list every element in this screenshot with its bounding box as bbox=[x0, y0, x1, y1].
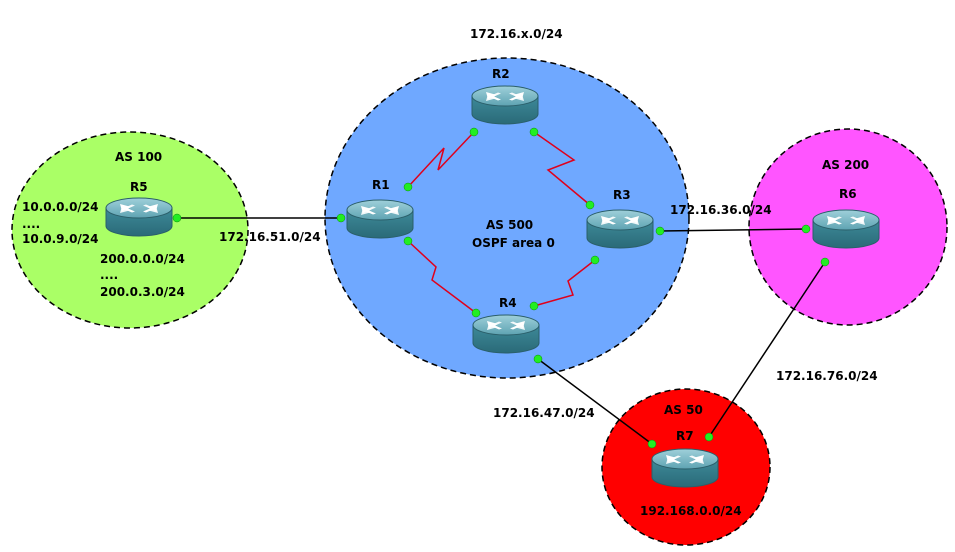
serial-r1-r2 bbox=[407, 131, 475, 188]
router-icon[interactable] bbox=[472, 314, 540, 354]
port-dot bbox=[471, 308, 481, 318]
router-r3-label: R3 bbox=[613, 188, 631, 202]
as500-title: AS 500 bbox=[486, 218, 533, 232]
port-dot bbox=[469, 127, 479, 137]
top-subnet-label: 172.16.x.0/24 bbox=[470, 27, 563, 41]
router-icon[interactable] bbox=[586, 209, 654, 249]
network-label: 10.0.9.0/24 bbox=[22, 232, 99, 246]
router-r7-label: R7 bbox=[676, 429, 694, 443]
router-r6-label: R6 bbox=[839, 187, 857, 201]
link-r4-r7 bbox=[537, 358, 653, 445]
port-dot bbox=[585, 200, 595, 210]
router-r1-label: R1 bbox=[372, 178, 390, 192]
router-icon[interactable] bbox=[105, 197, 173, 237]
as100-title: AS 100 bbox=[115, 150, 162, 164]
port-dot bbox=[533, 354, 543, 364]
link-label-r4-r7: 172.16.47.0/24 bbox=[493, 406, 595, 420]
port-dot bbox=[590, 255, 600, 265]
zone-as500 bbox=[324, 57, 690, 379]
port-dot bbox=[647, 439, 657, 449]
network-label: 200.0.0.0/24 bbox=[100, 252, 185, 266]
port-dot bbox=[820, 257, 830, 267]
network-label: 10.0.0.0/24 bbox=[22, 200, 99, 214]
as500-subtitle: OSPF area 0 bbox=[472, 236, 555, 250]
port-dot bbox=[529, 127, 539, 137]
port-dot bbox=[403, 236, 413, 246]
network-label-r7-lan: 192.168.0.0/24 bbox=[640, 504, 742, 518]
link-label-r1-r5: 172.16.51.0/24 bbox=[219, 230, 321, 244]
link-r6-r7 bbox=[708, 261, 826, 438]
as50-title: AS 50 bbox=[664, 403, 703, 417]
as200-title: AS 200 bbox=[822, 158, 869, 172]
port-dot bbox=[704, 432, 714, 442]
router-icon[interactable] bbox=[812, 209, 880, 249]
router-icon[interactable] bbox=[346, 199, 414, 239]
network-label: .... bbox=[100, 268, 118, 282]
port-dot bbox=[336, 213, 346, 223]
network-label: 200.0.3.0/24 bbox=[100, 285, 185, 299]
router-r4-label: R4 bbox=[499, 296, 517, 310]
port-dot bbox=[172, 213, 182, 223]
serial-r1-r4 bbox=[407, 240, 477, 314]
serial-r3-r4 bbox=[533, 259, 596, 307]
router-icon[interactable] bbox=[651, 448, 719, 488]
network-label: .... bbox=[22, 217, 40, 231]
serial-r2-r3 bbox=[533, 131, 591, 206]
port-dot bbox=[529, 301, 539, 311]
link-label-r3-r6: 172.16.36.0/24 bbox=[670, 203, 772, 217]
port-dot bbox=[403, 182, 413, 192]
router-r5-label: R5 bbox=[130, 180, 148, 194]
port-dots bbox=[172, 127, 830, 449]
port-dot bbox=[801, 224, 811, 234]
router-r2-label: R2 bbox=[492, 67, 510, 81]
port-dot bbox=[655, 226, 665, 236]
link-label-r6-r7: 172.16.76.0/24 bbox=[776, 369, 878, 383]
router-icon[interactable] bbox=[471, 85, 539, 125]
link-r3-r6 bbox=[659, 228, 807, 232]
